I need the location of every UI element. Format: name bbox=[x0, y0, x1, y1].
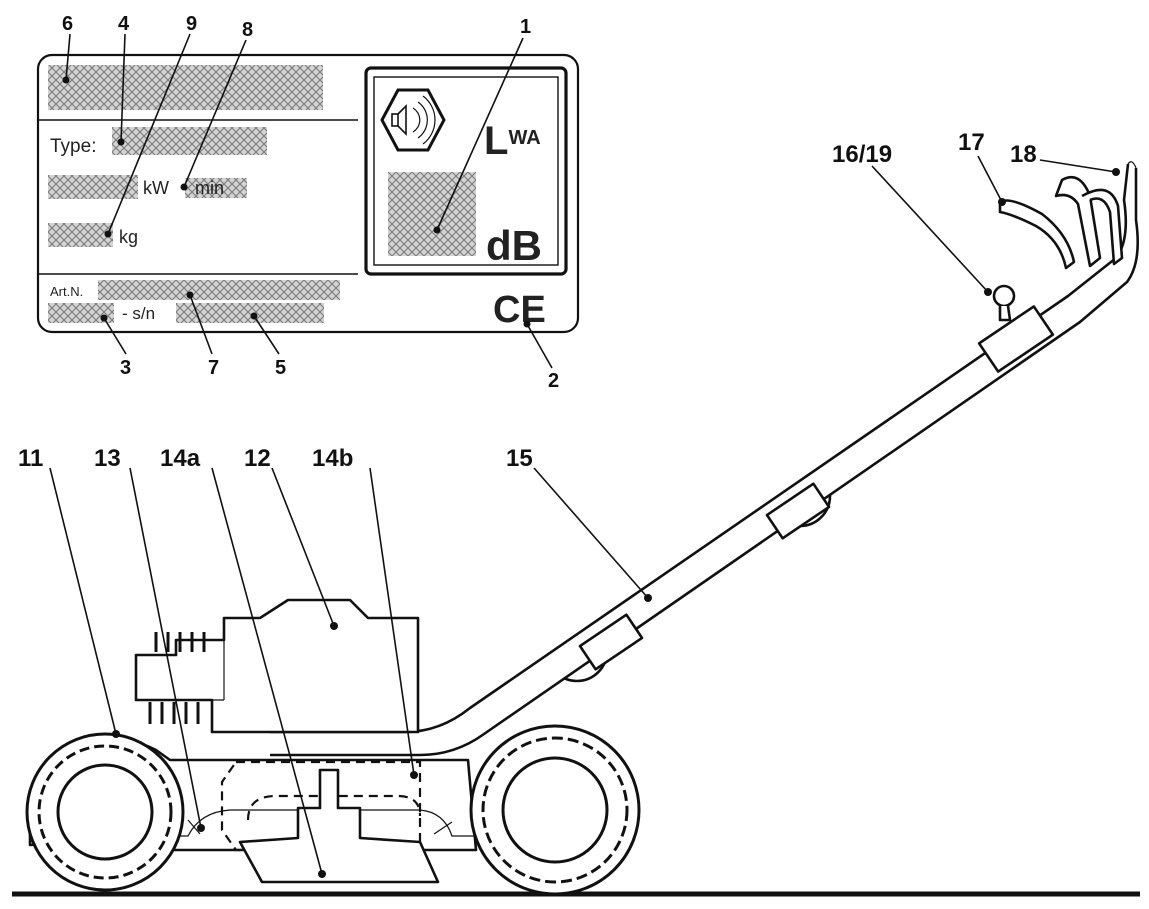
rear-wheel bbox=[469, 724, 641, 896]
speaker-icon bbox=[380, 88, 446, 152]
manufacturer-field bbox=[48, 65, 323, 110]
callout-12: 12 bbox=[244, 445, 271, 472]
callout-8: 8 bbox=[242, 19, 253, 41]
callout-9: 9 bbox=[186, 13, 197, 35]
lawnmower-drawing bbox=[12, 161, 1140, 897]
power-field bbox=[48, 175, 138, 199]
ce-mark-icon: CE bbox=[493, 289, 546, 331]
serial-label: - s/n bbox=[122, 304, 155, 323]
front-wheel bbox=[25, 732, 185, 892]
sound-symbol: LWA bbox=[484, 119, 541, 163]
callout-1: 1 bbox=[520, 16, 531, 38]
callout-18: 18 bbox=[1010, 141, 1037, 168]
speed-unit: min bbox=[195, 178, 224, 198]
brake-lever bbox=[998, 199, 1076, 270]
type-label: Type: bbox=[50, 136, 96, 157]
callout-14b: 14b bbox=[312, 445, 353, 472]
callout-16-19: 16/19 bbox=[832, 141, 892, 168]
serial-field bbox=[176, 303, 324, 323]
callout-15: 15 bbox=[506, 445, 533, 472]
plate-callouts: 6 4 9 8 1 3 7 5 2 bbox=[62, 13, 559, 392]
cooling-fins bbox=[148, 632, 206, 724]
mower-callouts: 11 13 14a 12 14b 15 16/19 17 18 bbox=[18, 129, 1120, 878]
handle-bar bbox=[270, 163, 1139, 757]
rating-plate: Type: kW min kg Art.N. - s/n LWA dB CE bbox=[36, 53, 580, 334]
blade-housing bbox=[220, 760, 422, 852]
callout-4: 4 bbox=[118, 13, 130, 35]
callout-6: 6 bbox=[62, 13, 73, 35]
callout-2: 2 bbox=[548, 370, 559, 392]
callout-11: 11 bbox=[18, 445, 43, 472]
speed-field bbox=[185, 178, 247, 198]
callout-13: 13 bbox=[94, 445, 121, 472]
mass-field bbox=[48, 223, 113, 247]
type-field bbox=[112, 127, 267, 155]
cutting-blade bbox=[238, 768, 440, 884]
starter-knob bbox=[992, 284, 1016, 308]
article-label: Art.N. bbox=[50, 284, 83, 299]
sound-value-field bbox=[388, 172, 476, 256]
mass-unit: kg bbox=[119, 227, 138, 247]
year-field bbox=[48, 303, 114, 323]
callout-3: 3 bbox=[120, 357, 131, 379]
callout-14a: 14a bbox=[160, 445, 201, 472]
sound-unit: dB bbox=[486, 222, 542, 269]
article-field bbox=[98, 280, 340, 300]
power-unit: kW bbox=[143, 178, 169, 198]
callout-17: 17 bbox=[958, 129, 985, 156]
callout-5: 5 bbox=[275, 357, 286, 379]
engine-housing bbox=[134, 598, 420, 734]
callout-7: 7 bbox=[208, 357, 219, 379]
